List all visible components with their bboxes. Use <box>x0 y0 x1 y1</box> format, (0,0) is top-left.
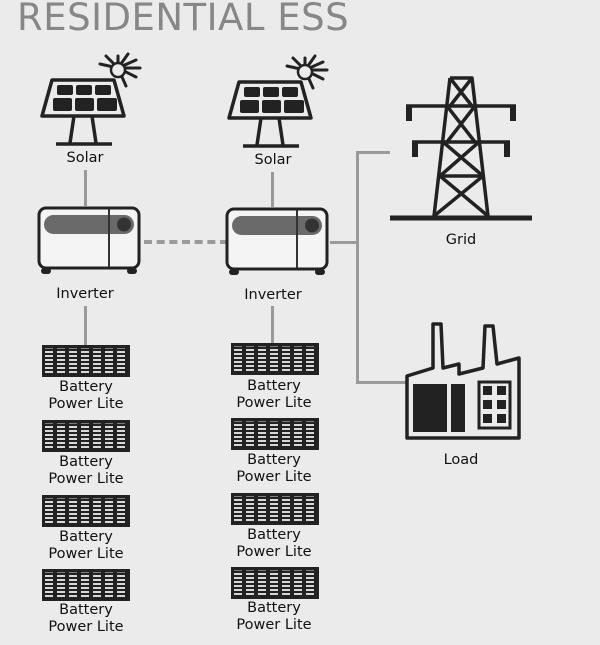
inverter-icon <box>225 207 329 277</box>
connector-solar-inverter-left <box>84 170 87 206</box>
battery-label-line1: Battery <box>247 378 301 394</box>
battery-label-line2: Power Lite <box>48 619 124 635</box>
battery-icon <box>230 566 320 600</box>
connector-inverter-battery-left <box>84 306 87 346</box>
solar-right-label: Solar <box>254 152 292 168</box>
transmission-tower-icon <box>390 76 532 221</box>
inverter-icon <box>37 206 141 276</box>
solar-left-label: Solar <box>66 150 104 166</box>
connector-bus-vertical <box>356 151 359 384</box>
battery-label-line1: Battery <box>59 602 113 618</box>
battery-icon <box>41 568 131 602</box>
connector-inverter-bus <box>330 241 359 244</box>
battery-label-line2: Power Lite <box>236 395 312 411</box>
battery-label-line2: Power Lite <box>48 396 124 412</box>
battery-label-line1: Battery <box>59 529 113 545</box>
connector-to-load <box>356 381 406 384</box>
diagram-title: RESIDENTIAL ESS <box>17 0 350 39</box>
connector-solar-inverter-right <box>271 172 274 207</box>
battery-label-line1: Battery <box>59 379 113 395</box>
connector-inverter-parallel <box>144 240 228 244</box>
battery-label-line2: Power Lite <box>236 617 312 633</box>
battery-label-line1: Battery <box>247 527 301 543</box>
inverter-right-label: Inverter <box>244 287 302 303</box>
battery-label-line1: Battery <box>59 454 113 470</box>
connector-to-grid <box>356 151 390 154</box>
battery-label-line2: Power Lite <box>48 471 124 487</box>
grid-label: Grid <box>445 232 477 248</box>
solar-panel-icon <box>227 54 329 148</box>
battery-icon <box>230 417 320 451</box>
battery-icon <box>41 344 131 378</box>
factory-icon <box>405 322 521 440</box>
inverter-left-label: Inverter <box>56 286 114 302</box>
battery-icon <box>41 419 131 453</box>
connector-inverter-battery-right <box>271 306 274 344</box>
battery-icon <box>230 342 320 376</box>
solar-panel-icon <box>40 52 142 146</box>
battery-label-line2: Power Lite <box>236 544 312 560</box>
load-label: Load <box>443 452 479 468</box>
battery-label-line2: Power Lite <box>236 469 312 485</box>
battery-icon <box>41 494 131 528</box>
battery-label-line1: Battery <box>247 452 301 468</box>
battery-icon <box>230 492 320 526</box>
battery-label-line2: Power Lite <box>48 546 124 562</box>
battery-label-line1: Battery <box>247 600 301 616</box>
